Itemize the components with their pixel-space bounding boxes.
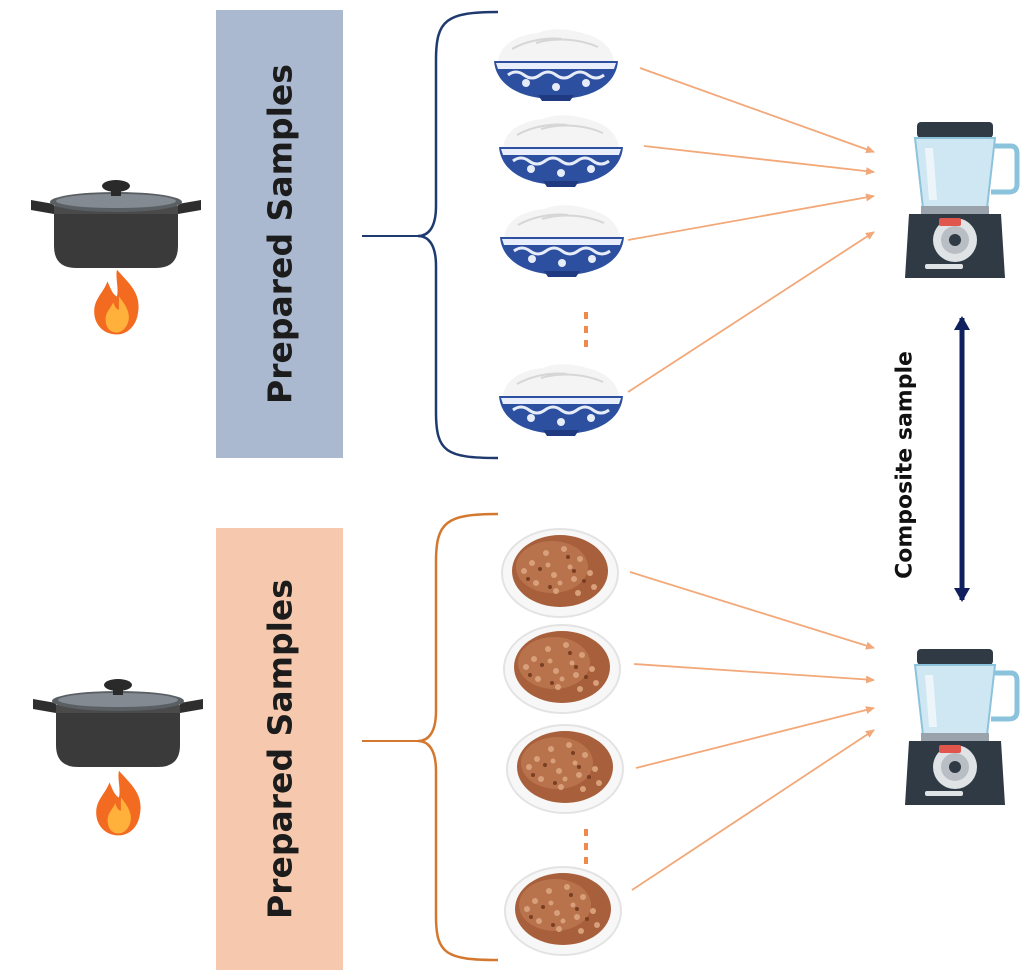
arrow-line: [629, 571, 875, 650]
brace-bottom: [417, 512, 499, 962]
arrow-line: [631, 729, 875, 891]
arrow-line: [639, 67, 875, 154]
white-rice-bowl-icon: [497, 113, 625, 189]
arrow-line: [627, 231, 875, 393]
arrow-line: [635, 706, 875, 769]
cooking-pot-icon: [31, 180, 201, 268]
brace-top: [417, 10, 499, 460]
cooking-pot-icon: [33, 679, 203, 767]
white-rice-bowl-icon: [497, 362, 625, 438]
brown-rice-plate-icon: [503, 624, 621, 714]
blender-icon: [905, 122, 1017, 278]
white-rice-bowl-icon: [492, 27, 620, 103]
flame-icon: [94, 269, 139, 335]
flame-icon: [96, 770, 141, 836]
prepared-samples-box-bottom: Prepared Samples: [216, 528, 343, 970]
brown-rice-plate-icon: [501, 528, 619, 618]
arrow-line: [633, 663, 875, 684]
arrow-line: [643, 145, 875, 176]
vertical-ellipsis: [584, 829, 588, 864]
brown-rice-plate-icon: [504, 866, 622, 956]
vertical-ellipsis: [584, 312, 588, 347]
prepared-samples-box-top: Prepared Samples: [216, 10, 343, 458]
arrow-line: [627, 193, 875, 241]
brown-rice-plate-icon: [506, 724, 624, 814]
blender-icon: [905, 649, 1017, 805]
white-rice-bowl-icon: [498, 203, 626, 279]
